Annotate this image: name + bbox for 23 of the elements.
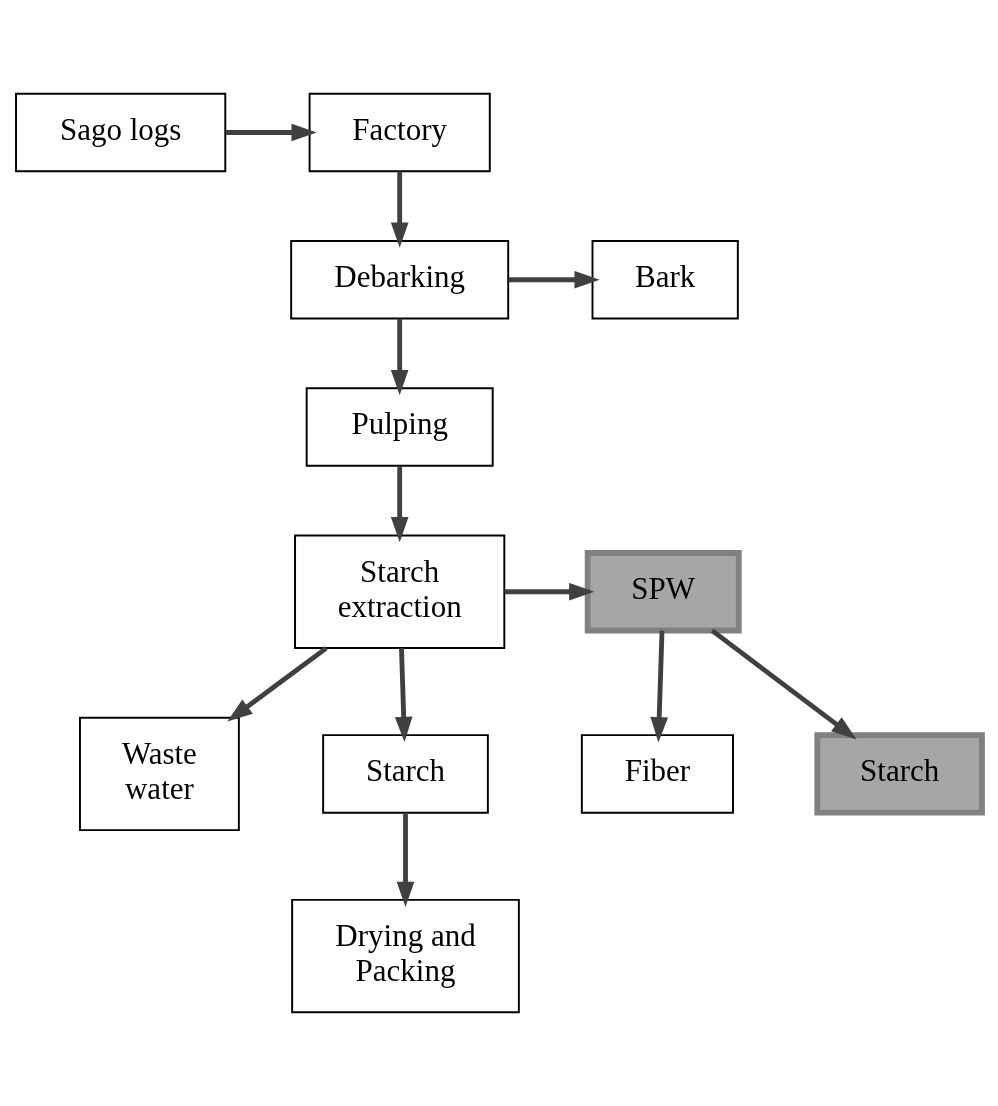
node-box: Fiber	[580, 734, 734, 814]
node-box: Drying and Packing	[291, 898, 520, 1014]
node-box: Pulping	[305, 387, 494, 467]
node-box: Waste water	[79, 716, 240, 832]
arrow	[227, 646, 328, 722]
arrow	[225, 123, 317, 142]
arrow	[390, 171, 409, 248]
node-box: SPW	[584, 550, 742, 634]
node-box: Starch	[814, 732, 985, 816]
arrow	[396, 812, 415, 907]
node-box: Factory	[308, 92, 491, 173]
arrow	[504, 582, 595, 601]
node-box: Starch	[322, 734, 489, 814]
arrow	[390, 466, 409, 543]
node-box: Debarking	[290, 240, 510, 320]
arrow	[650, 630, 669, 743]
arrow	[394, 648, 413, 743]
node-box: Bark	[591, 240, 739, 320]
node-box: Starch extraction	[294, 534, 506, 649]
node-box: Sago logs	[15, 92, 227, 173]
arrow	[390, 318, 409, 396]
arrow	[710, 628, 857, 740]
arrow	[508, 270, 600, 289]
